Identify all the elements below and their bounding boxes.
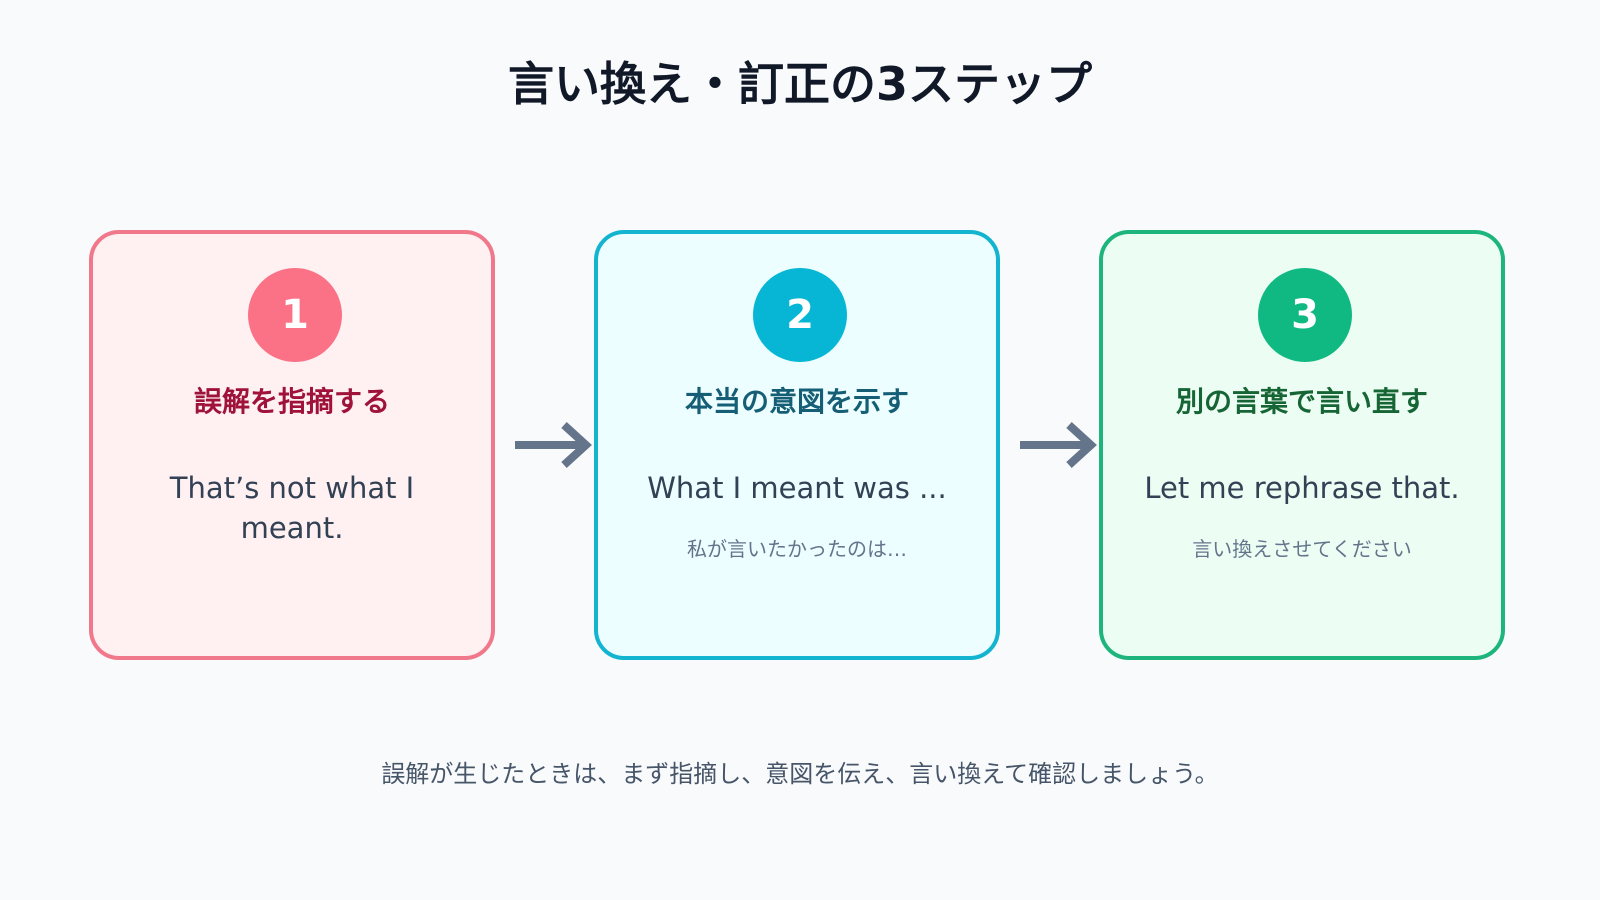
step-card-2: 2 本当の意図を示す What I meant was ... 私が言いたかった… [594,230,1000,660]
step-label: 本当の意図を示す [684,385,909,418]
step-label: 別の言葉で言い直す [1175,385,1428,418]
step-card-1: 1 誤解を指摘する That’s not what I meant. [89,230,495,660]
step-number-badge: 3 [1258,268,1352,362]
step-number-badge: 1 [248,268,342,362]
step-phrase: What I meant was ... [647,471,947,505]
step-number-badge: 2 [753,268,847,362]
step-card-3: 3 別の言葉で言い直す Let me rephrase that. 言い換えさせ… [1099,230,1505,660]
step-phrase: Let me rephrase that. [1144,471,1460,505]
step-note: 私が言いたかったのは… [687,537,907,561]
arrow-right-icon [515,422,592,468]
arrow-right-icon [1020,422,1097,468]
step-note: 言い換えさせてください [1192,537,1412,561]
diagram-title: 言い換え・訂正の3ステップ [507,57,1092,111]
footer-note: 誤解が生じたときは、まず指摘し、意図を伝え、言い換えて確認しましょう。 [381,760,1219,788]
step-label: 誤解を指摘する [193,385,390,418]
step-phrase: That’s not what I meant. [169,471,415,545]
